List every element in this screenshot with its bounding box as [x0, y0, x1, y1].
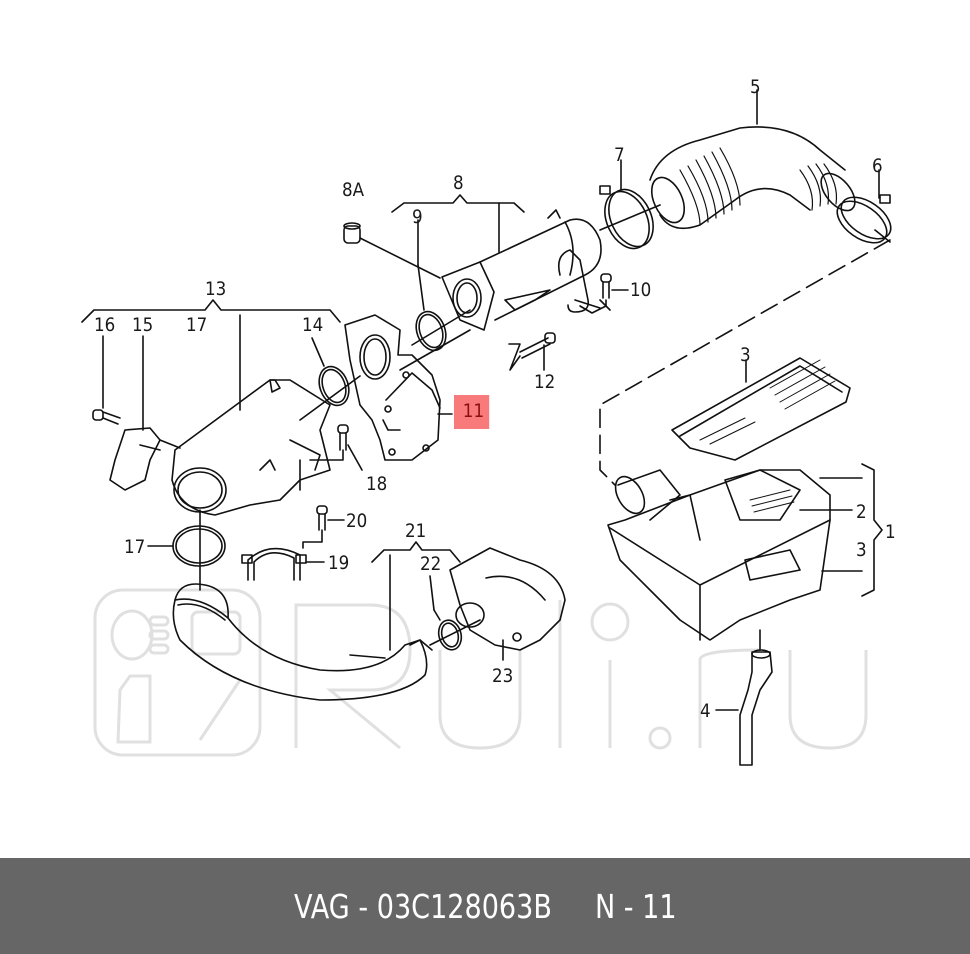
part-8a-bushing — [343, 222, 441, 279]
callout-3-upper[interactable]: 3 — [740, 344, 751, 366]
part-23-flange — [449, 547, 566, 661]
callout-2[interactable]: 2 — [856, 501, 867, 523]
callout-17-upper[interactable]: 17 — [186, 314, 208, 336]
callout-12[interactable]: 12 — [534, 371, 556, 393]
callout-22[interactable]: 22 — [420, 553, 442, 575]
callout-3-lower[interactable]: 3 — [856, 539, 867, 561]
callout-17-lower[interactable]: 17 — [124, 536, 146, 558]
callout-9[interactable]: 9 — [412, 206, 423, 228]
callout-4[interactable]: 4 — [700, 700, 711, 722]
parts-diagram: 5 7 6 8A 8 9 10 13 16 15 17 14 12 3 11 1… — [81, 76, 896, 766]
watermark-logo — [93, 588, 868, 757]
part-17-gasket — [147, 509, 226, 591]
part-6-clamp — [836, 169, 892, 244]
part-21-pipe — [172, 583, 433, 701]
callout-15[interactable]: 15 — [132, 314, 154, 336]
part-5-air-hose — [649, 89, 856, 230]
callout-19[interactable]: 19 — [328, 552, 350, 574]
callout-7[interactable]: 7 — [614, 144, 625, 166]
part-3-filter-element — [671, 357, 851, 461]
callout-14[interactable]: 14 — [302, 314, 324, 336]
part-10-screw — [579, 273, 629, 314]
part-1-airbox — [607, 463, 883, 641]
part-22-gasket — [429, 575, 481, 651]
part-caption-bar: VAG - 03C128063B N - 11 — [0, 858, 970, 954]
part-caption: VAG - 03C128063B N - 11 — [293, 886, 677, 926]
callout-6[interactable]: 6 — [872, 155, 883, 177]
part-12-bolt — [508, 332, 556, 371]
callout-16[interactable]: 16 — [94, 314, 116, 336]
part-15-sensor — [109, 335, 181, 491]
part-13-intake-pipe — [171, 379, 331, 516]
part-8-throttle-body — [441, 209, 611, 331]
part-19-clamp — [241, 547, 325, 581]
callout-13[interactable]: 13 — [205, 278, 227, 300]
callout-5[interactable]: 5 — [750, 76, 761, 98]
callout-20[interactable]: 20 — [346, 510, 368, 532]
part-14-gasket — [299, 337, 361, 421]
exploded-view-drawing — [81, 89, 892, 766]
part-20-screw — [302, 505, 345, 549]
part-11-egr-valve — [344, 314, 471, 461]
callout-23[interactable]: 23 — [492, 665, 514, 687]
callout-8[interactable]: 8 — [453, 172, 464, 194]
callout-21[interactable]: 21 — [405, 520, 427, 542]
part-18-screw — [309, 424, 363, 471]
part-4-drain-hose — [715, 629, 773, 766]
part-7-clamp — [599, 159, 661, 250]
callout-8a[interactable]: 8A — [342, 179, 365, 201]
callout-11-highlighted[interactable]: 11 — [454, 395, 490, 429]
callout-1[interactable]: 1 — [885, 521, 896, 543]
part-9-gasket — [411, 264, 471, 352]
callout-10[interactable]: 10 — [630, 279, 652, 301]
callout-18[interactable]: 18 — [366, 473, 388, 495]
part-16-bolt — [92, 335, 121, 425]
